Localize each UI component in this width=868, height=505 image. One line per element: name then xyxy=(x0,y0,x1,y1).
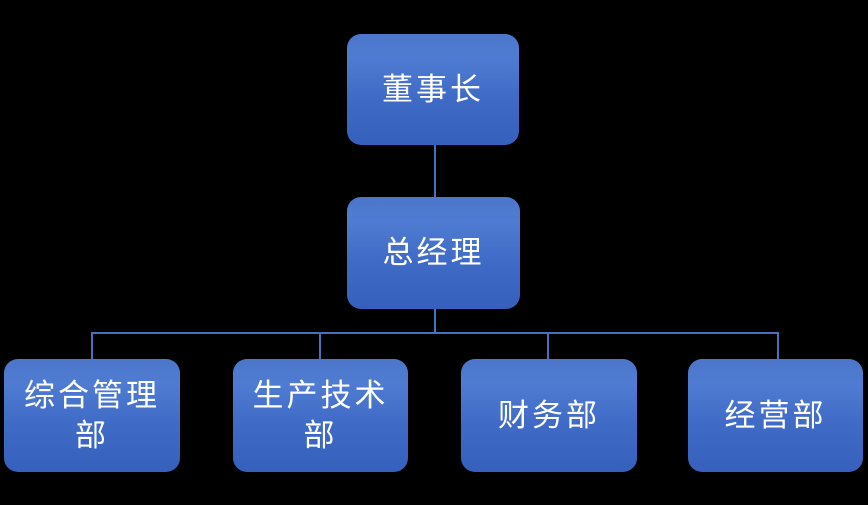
org-node-dept-business-label: 经营部 xyxy=(724,397,827,433)
org-node-dept-business[interactable]: 经营部 xyxy=(688,359,863,472)
org-node-dept-production[interactable]: 生产技术 部 xyxy=(233,359,408,472)
connector-drop-dept-production xyxy=(319,332,321,360)
org-node-dept-finance-label: 财务部 xyxy=(498,397,600,433)
connector-chairman-to-general-manager xyxy=(434,145,436,198)
connector-drop-dept-admin xyxy=(91,332,93,360)
connector-horizontal-bus xyxy=(91,332,779,334)
org-node-dept-finance[interactable]: 财务部 xyxy=(461,359,637,472)
org-node-general-manager-label: 总经理 xyxy=(382,235,485,270)
org-node-dept-production-label: 生产技术 部 xyxy=(252,377,389,453)
connector-general-manager-stub xyxy=(434,308,436,334)
org-node-dept-admin-label: 综合管理 部 xyxy=(24,377,160,453)
org-node-general-manager[interactable]: 总经理 xyxy=(347,197,520,309)
org-node-dept-admin[interactable]: 综合管理 部 xyxy=(4,359,180,472)
connector-drop-dept-finance xyxy=(547,332,549,360)
connector-drop-dept-business xyxy=(777,332,779,360)
org-node-chairman[interactable]: 董事长 xyxy=(347,34,519,145)
org-node-chairman-label: 董事长 xyxy=(382,71,484,107)
